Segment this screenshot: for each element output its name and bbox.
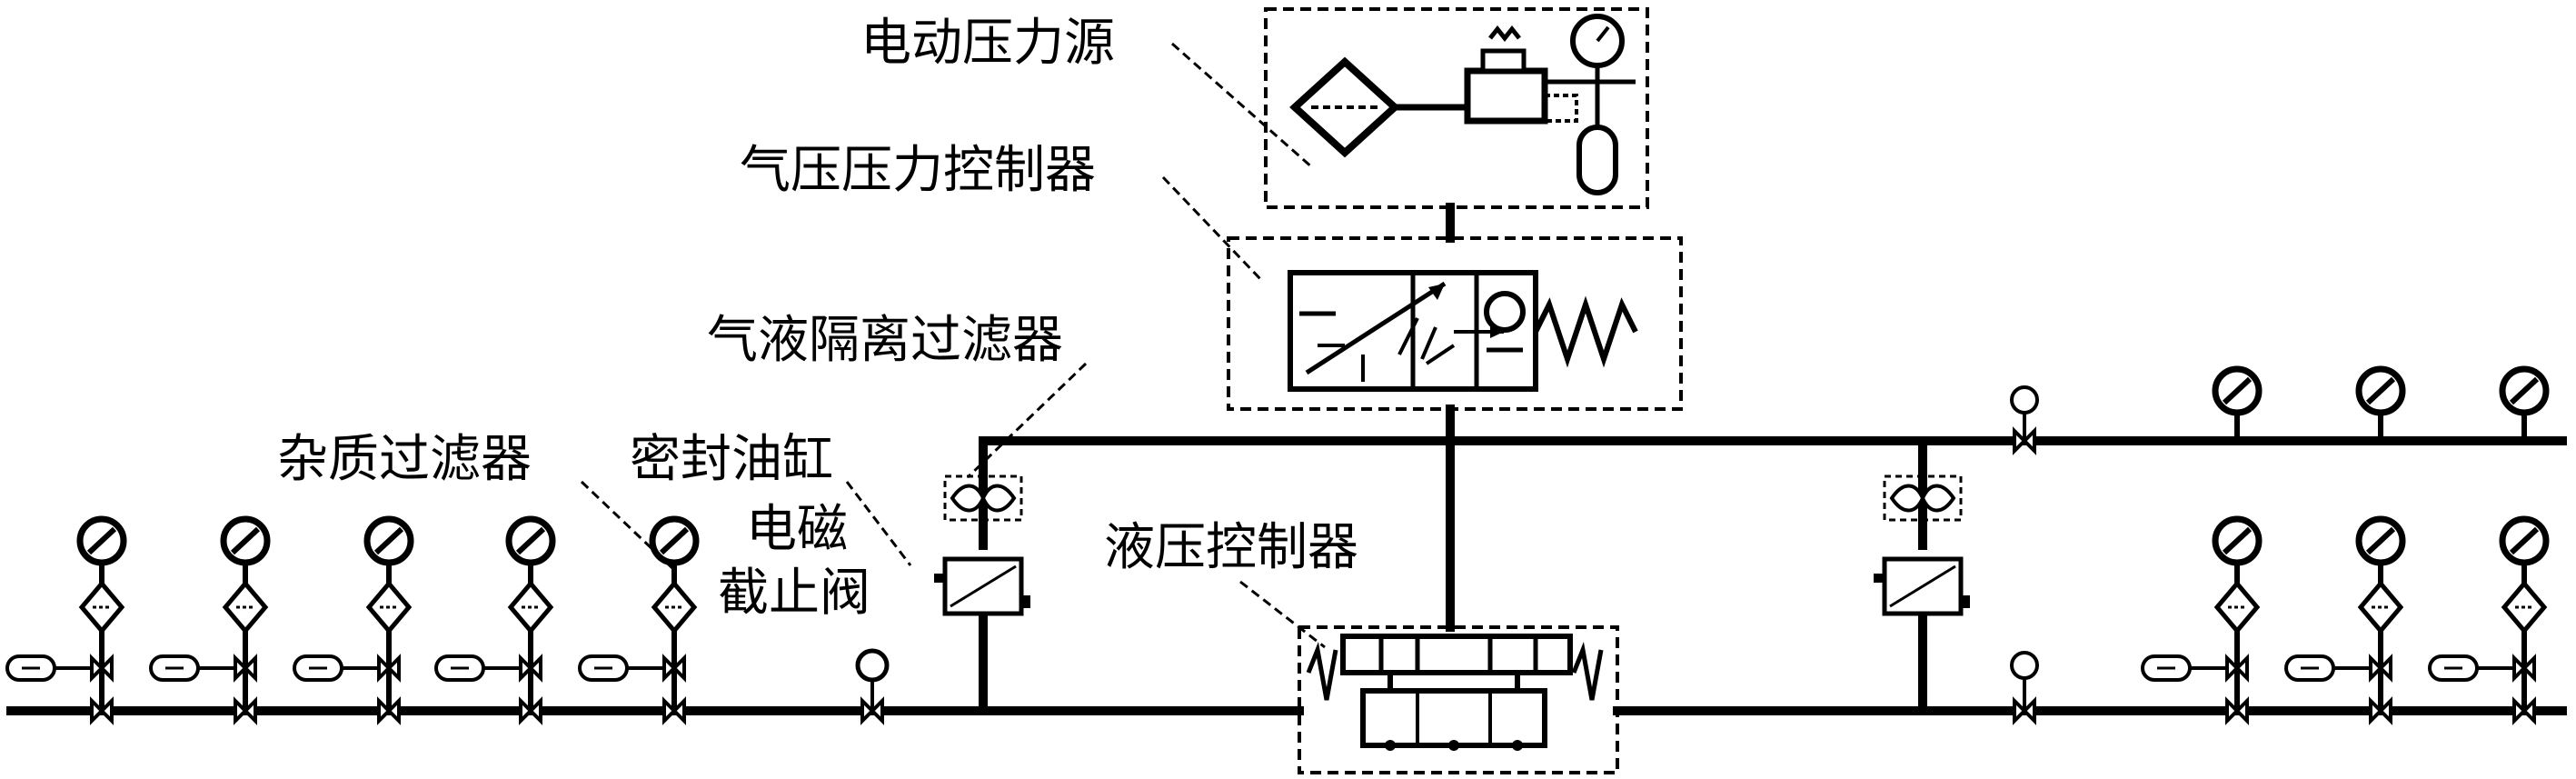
pressure-gauge <box>2215 519 2259 563</box>
pressure-gauge <box>224 519 267 563</box>
solenoid-valve-top-right <box>2010 385 2039 453</box>
impurity-filter <box>82 584 122 631</box>
pressure-gauge <box>367 519 411 563</box>
instrument-branch <box>434 519 552 723</box>
label-gas-liquid-isolation-filter: 气液隔离过滤器 <box>707 311 1063 370</box>
label-sealed-oil-cylinder: 密封油缸 <box>630 430 833 489</box>
label-solenoid-stop-valve-line1: 电磁 <box>746 500 848 559</box>
flow-sensor <box>5 654 56 682</box>
flow-sensor <box>2141 654 2192 682</box>
solenoid-valve-left <box>855 648 890 723</box>
solenoid-valve-bottom-right <box>2010 651 2039 723</box>
impurity-filter <box>654 584 694 631</box>
instrument-branch <box>2141 519 2259 723</box>
pressure-gauge <box>509 519 552 563</box>
impurity-filter <box>2504 584 2544 631</box>
instrument-branch <box>5 519 124 723</box>
flow-sensor <box>293 654 343 682</box>
leader-lines <box>580 42 1326 649</box>
instrument-branch <box>578 519 696 723</box>
label-impurity-filter: 杂质过滤器 <box>277 430 532 489</box>
pressure-gauge <box>2502 519 2546 563</box>
impurity-filter <box>2361 584 2401 631</box>
instrument-branch <box>149 519 267 723</box>
electric-pressure-source-box <box>1264 7 1649 209</box>
impurity-filter <box>369 584 409 631</box>
instrument-branch <box>2428 519 2546 723</box>
main-pipe <box>6 203 2567 715</box>
instrument-branches <box>5 519 2546 723</box>
label-solenoid-stop-valve-line2: 截止阀 <box>718 564 870 623</box>
impurity-filter <box>511 584 551 631</box>
flow-sensor <box>434 654 485 682</box>
pressure-gauges-top-right <box>2215 369 2546 441</box>
label-electric-pressure-source: 电动压力源 <box>860 14 1115 73</box>
pneumatic-pressure-controller-box <box>1227 236 1683 411</box>
pressure-gauge <box>2359 519 2402 563</box>
pressure-gauge <box>80 519 124 563</box>
instrument-branch <box>293 519 411 723</box>
label-pneumatic-pressure-controller: 气压压力控制器 <box>740 141 1096 200</box>
label-hydraulic-controller: 液压控制器 <box>1104 518 1358 577</box>
hydraulic-controller-box <box>1298 625 1619 774</box>
sealed-oil-cylinder-right <box>1874 559 1970 614</box>
flow-sensor <box>2428 654 2479 682</box>
flow-sensor <box>2284 654 2335 682</box>
instrument-branch <box>2284 519 2402 723</box>
flow-sensor <box>578 654 629 682</box>
impurity-filter <box>2217 584 2257 631</box>
flow-sensor <box>149 654 200 682</box>
impurity-filter <box>225 584 265 631</box>
sealed-oil-cylinder-left <box>934 559 1030 614</box>
